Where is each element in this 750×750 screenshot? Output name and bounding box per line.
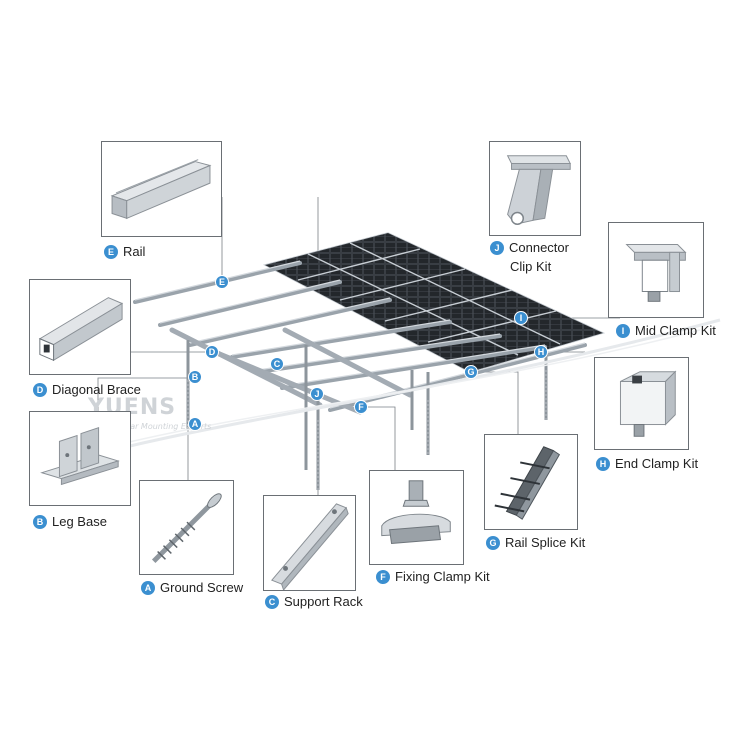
marker-e: E <box>215 275 229 289</box>
rail-splice-image-box <box>484 434 578 530</box>
fixing-clamp-image-box <box>369 470 464 565</box>
badge-f: F <box>376 570 390 584</box>
marker-d: D <box>205 345 219 359</box>
rail-label: E Rail <box>104 244 145 260</box>
marker-a: A <box>188 417 202 431</box>
fixing-clamp-label: F Fixing Clamp Kit <box>376 569 490 585</box>
badge-j: J <box>490 241 504 255</box>
rail-name: Rail <box>123 244 146 259</box>
badge-i: I <box>616 324 630 338</box>
support-rack-label: C Support Rack <box>265 594 363 610</box>
rails <box>133 261 587 412</box>
diagonal-brace-name: Diagonal Brace <box>52 382 141 397</box>
leg-base-name: Leg Base <box>52 514 107 529</box>
support-racks <box>169 327 413 415</box>
support-rack-name: Support Rack <box>284 594 363 609</box>
connector-clip-icon <box>506 155 572 225</box>
badge-e: E <box>104 245 118 259</box>
ground-screw-label: A Ground Screw <box>141 580 243 596</box>
diagonal-brace-image-box <box>29 279 131 375</box>
watermark-tagline: Solar Mounting Experts <box>118 422 212 431</box>
mid-clamp-image-box <box>608 222 704 318</box>
mid-clamp-name: Mid Clamp Kit <box>635 323 716 338</box>
end-clamp-image-box <box>594 357 689 450</box>
end-clamp-icon <box>619 370 677 437</box>
support-rack-image-box <box>263 495 356 591</box>
diagonal-brace-label: D Diagonal Brace <box>33 382 141 398</box>
badge-b: B <box>33 515 47 529</box>
diagonal-brace-icon <box>38 297 124 362</box>
connector-clip-label-line2: Clip Kit <box>510 259 552 274</box>
badge-d: D <box>33 383 47 397</box>
marker-i: I <box>514 311 528 325</box>
rail-icon <box>110 159 212 220</box>
marker-f: F <box>354 400 368 414</box>
badge-c: C <box>265 595 279 609</box>
badge-a: A <box>141 581 155 595</box>
leg-base-image-box <box>29 411 131 506</box>
rail-splice-icon <box>494 446 561 520</box>
marker-j: J <box>310 387 324 401</box>
rail-splice-label: G Rail Splice Kit <box>486 535 585 551</box>
badge-g: G <box>486 536 500 550</box>
marker-h: H <box>534 345 548 359</box>
fixing-clamp-icon <box>381 480 451 544</box>
end-clamp-label: H End Clamp Kit <box>596 456 698 472</box>
leg-base-icon <box>40 426 120 486</box>
rail-image-box <box>101 141 222 237</box>
ground-screw-name: Ground Screw <box>160 580 244 595</box>
mid-clamp-icon <box>625 244 687 302</box>
mid-clamp-label: I Mid Clamp Kit <box>616 323 716 339</box>
fixing-clamp-name: Fixing Clamp Kit <box>395 569 490 584</box>
end-clamp-name: End Clamp Kit <box>615 456 699 471</box>
marker-c: C <box>270 357 284 371</box>
connector-clip-label: J Connector <box>490 240 569 256</box>
badge-h: H <box>596 457 610 471</box>
support-rack-icon <box>271 503 349 590</box>
connector-clip-name: Connector <box>509 240 569 255</box>
marker-b: B <box>188 370 202 384</box>
marker-g: G <box>464 365 478 379</box>
ground-screw-image-box <box>139 480 234 575</box>
ground-screw-icon <box>151 493 222 564</box>
rail-splice-name: Rail Splice Kit <box>505 535 586 550</box>
leg-base-label: B Leg Base <box>33 514 107 530</box>
connector-clip-image-box <box>489 141 581 236</box>
